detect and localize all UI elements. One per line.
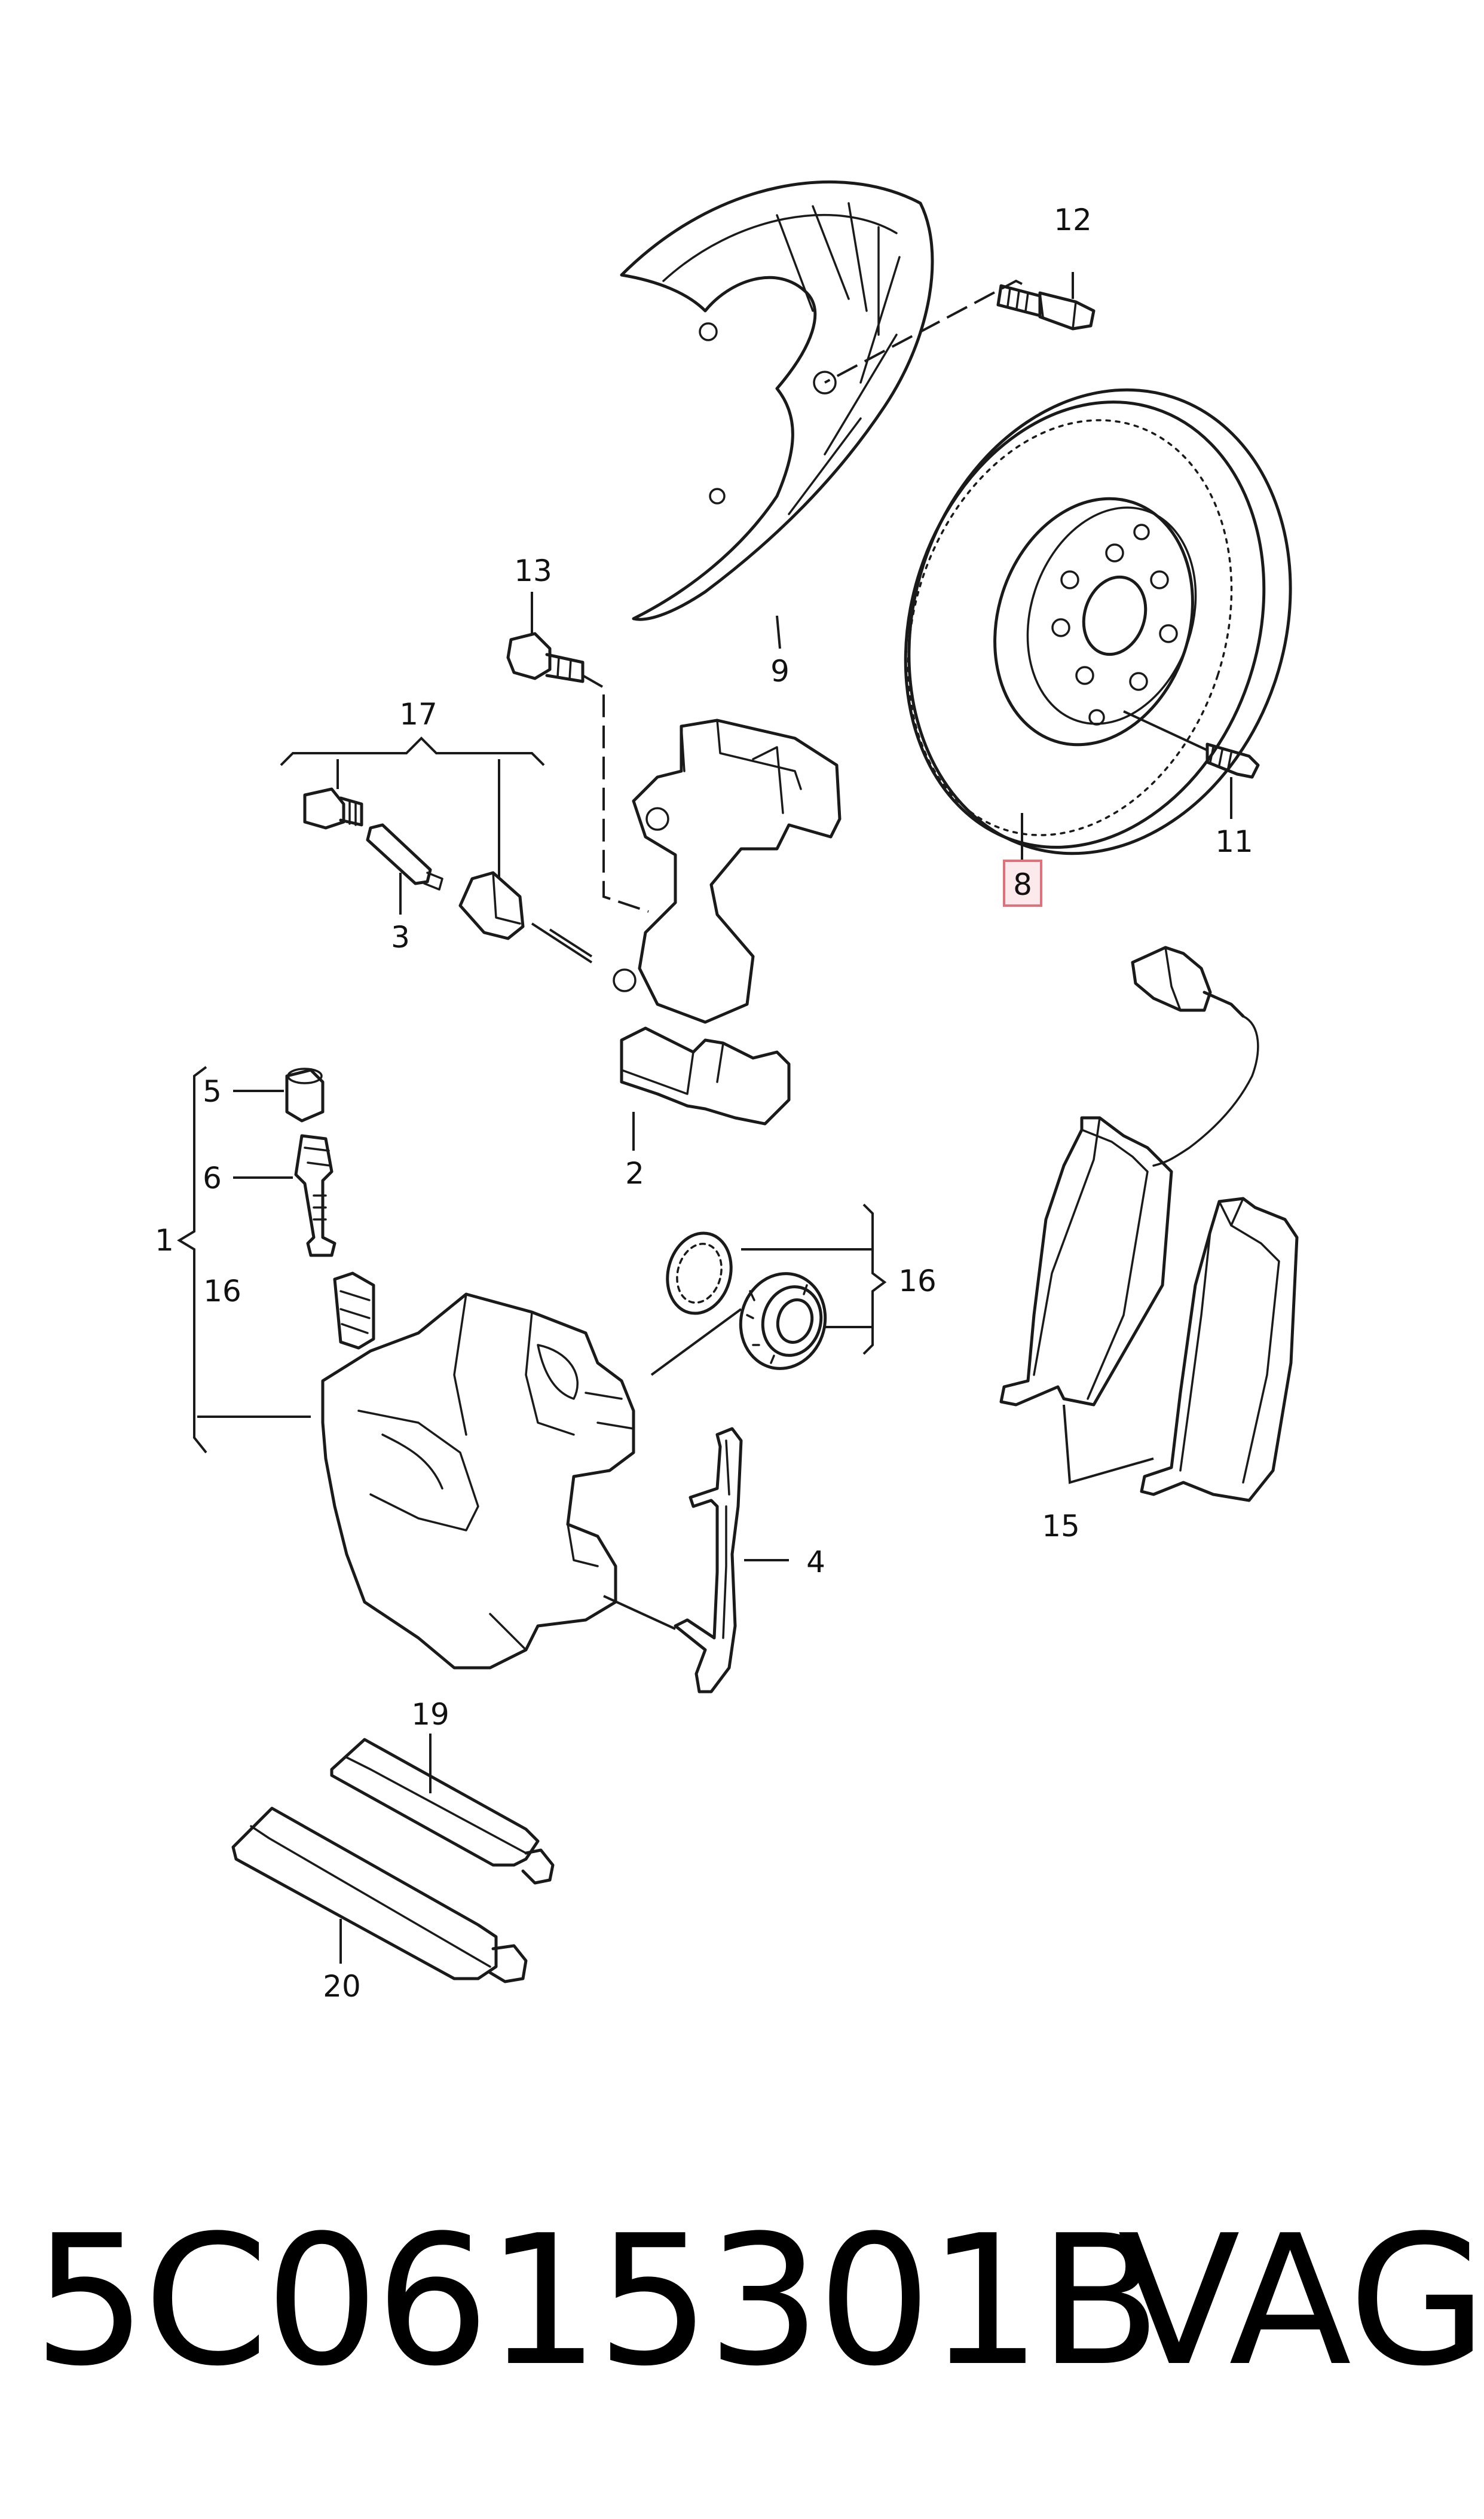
callout-13: 13 <box>514 554 552 588</box>
callout-5: 5 <box>203 1074 222 1109</box>
hex-bolt-part <box>824 272 1096 384</box>
carrier-bolt-part <box>506 592 649 913</box>
callout-11: 11 <box>1215 824 1253 859</box>
callout-19: 19 <box>411 1697 449 1732</box>
callout-4: 4 <box>806 1545 825 1579</box>
callout-6: 6 <box>203 1161 222 1196</box>
part-number: 5C0615301B <box>33 2197 1161 2405</box>
piston-seal-part <box>650 1203 887 1376</box>
brand-name: VAG <box>1118 2197 1484 2405</box>
callout-1: 1 <box>155 1223 174 1258</box>
callout-8: 8 <box>1013 867 1032 902</box>
caliper-bracket <box>177 1066 311 1454</box>
callout-16-left: 16 <box>203 1274 241 1309</box>
grease-tube-small-part <box>330 1734 555 1885</box>
callout-9: 9 <box>770 654 790 689</box>
callout-2: 2 <box>625 1156 644 1191</box>
grease-tube-large-part <box>231 1806 528 1983</box>
callout-8-highlight <box>1003 860 1042 907</box>
bleeder-cap-part <box>233 1068 325 1123</box>
seal-ring-part <box>666 1231 873 1315</box>
retaining-spring-part <box>603 1427 789 1693</box>
brake-pad-inner-part <box>999 1116 1173 1407</box>
callout-3: 3 <box>391 920 410 955</box>
callout-17: 17 <box>399 697 437 732</box>
brake-disc-part <box>904 388 1292 864</box>
callout-20: 20 <box>323 1969 361 2004</box>
guide-pin-set-part <box>280 736 593 964</box>
callout-16-right: 16 <box>898 1264 937 1298</box>
dust-shield-part <box>620 181 934 649</box>
caliper-carrier-part <box>549 719 842 1151</box>
bleeder-valve-part <box>233 1134 336 1257</box>
disc-screw-part <box>1123 710 1260 819</box>
callout-12: 12 <box>1054 203 1092 237</box>
brake-pad-outer-part <box>1063 1197 1299 1502</box>
brake-caliper-part <box>321 1271 635 1670</box>
wear-sensor-part <box>1131 946 1259 1167</box>
brake-assembly-diagram: 12 9 13 17 11 8 3 5 2 6 1 16 16 15 4 19 … <box>155 181 1299 2004</box>
callout-15: 15 <box>1042 1509 1080 1543</box>
